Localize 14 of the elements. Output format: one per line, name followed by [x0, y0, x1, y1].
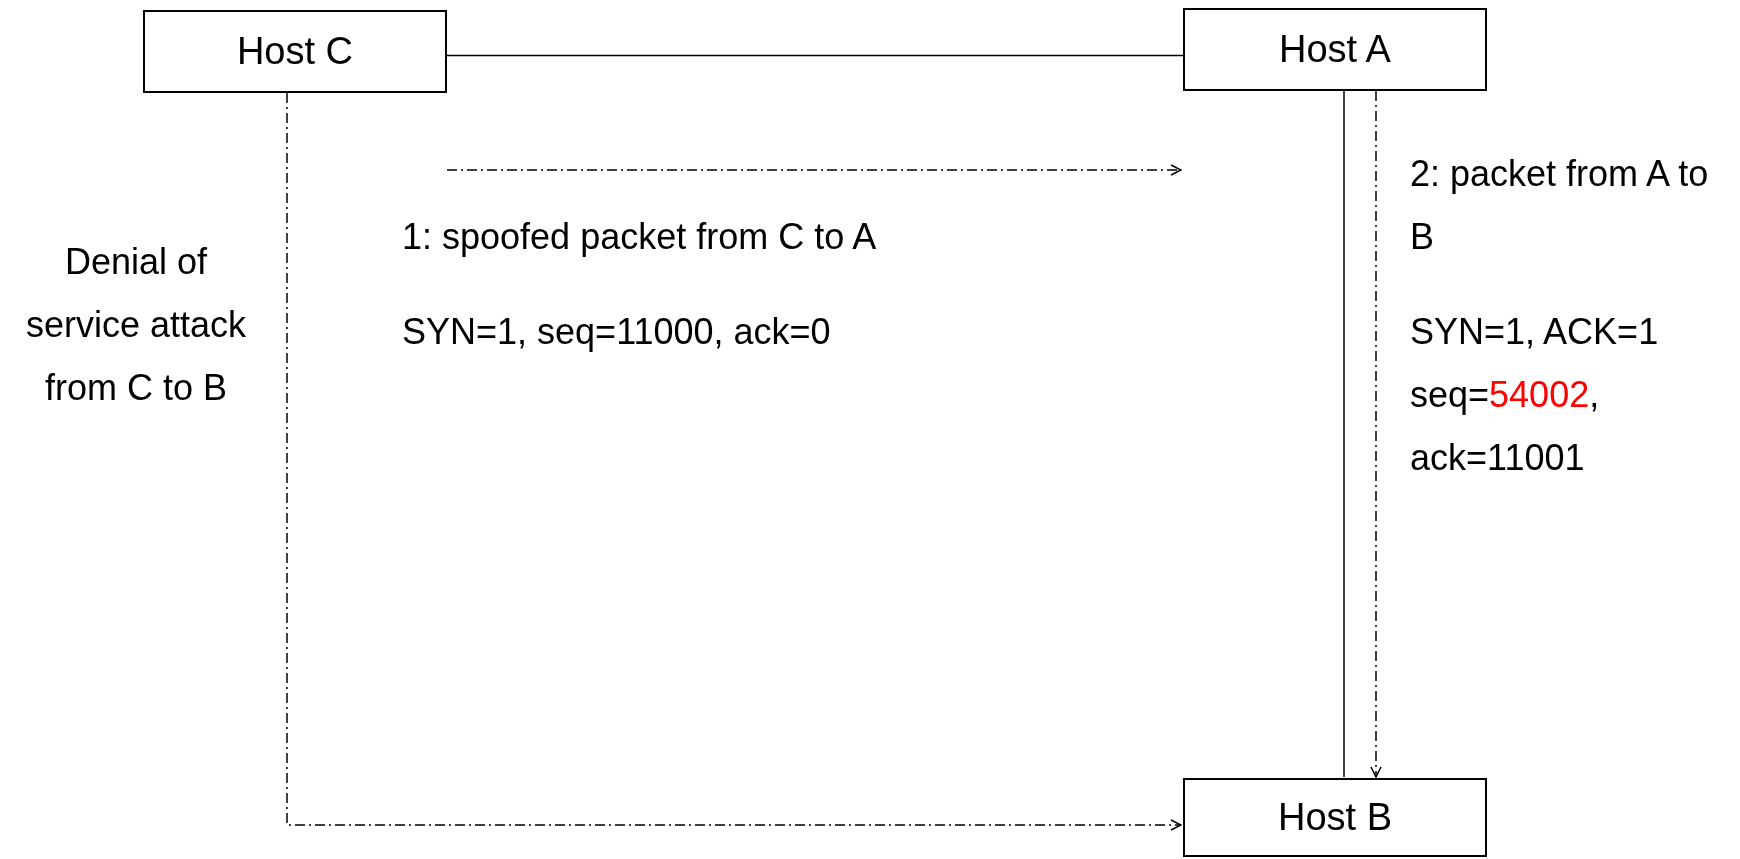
text-label: SYN=1, seq=11000, ack=0	[402, 310, 832, 354]
connector-line	[1343, 90, 1345, 778]
text-label: ack=11001	[1410, 436, 1586, 480]
host-box: Host A	[1183, 8, 1487, 91]
arrow	[1370, 90, 1382, 778]
arrow	[286, 92, 1182, 831]
text-label: 1: spoofed packet from C to A	[402, 215, 878, 259]
host-box: Host C	[143, 10, 447, 93]
host-box: Host B	[1183, 778, 1487, 857]
text-label: Denial of service attack from C to B	[24, 240, 248, 410]
text-label: 2: packet from A to B	[1410, 152, 1710, 259]
text-label: SYN=1, ACK=1	[1410, 310, 1660, 354]
connector-line	[446, 54, 1184, 57]
text-label: seq=54002,	[1410, 373, 1601, 417]
